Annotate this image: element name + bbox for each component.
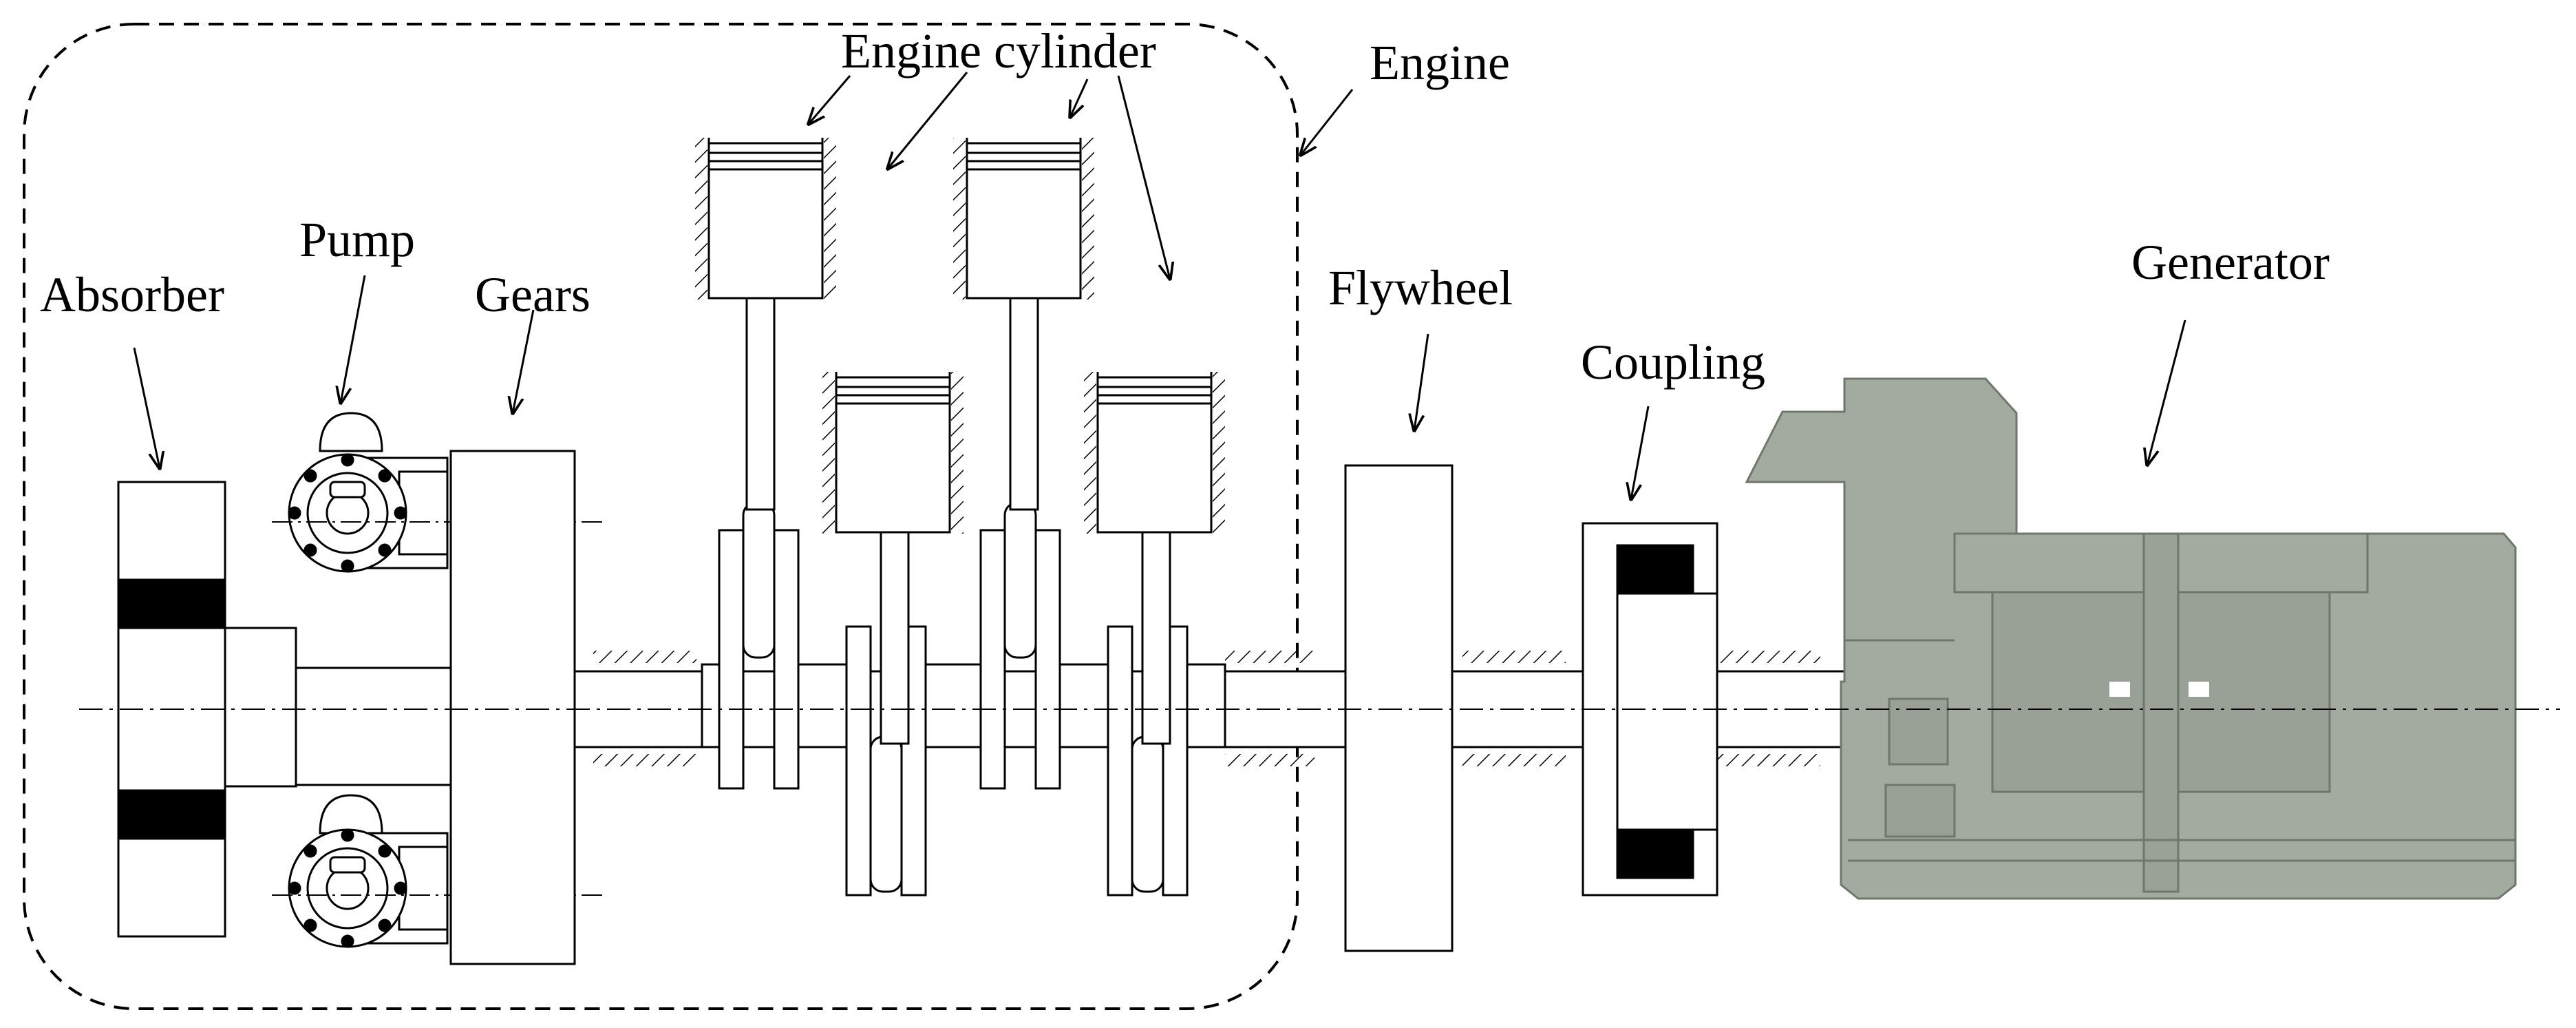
absorber-label: Absorber [40, 267, 224, 322]
crankshaft [701, 501, 1226, 896]
pump-label: Pump [299, 212, 416, 267]
generator-hatch-marker-1 [2109, 682, 2130, 697]
engine-cylinder-label: Engine cylinder [841, 23, 1156, 78]
gears-label: Gears [475, 267, 590, 322]
engine-boundary [23, 23, 1299, 1010]
cylinder-3 [953, 138, 1094, 300]
gears [449, 450, 576, 965]
flywheel [1344, 464, 1454, 952]
coupling-label: Coupling [1581, 335, 1766, 390]
engine-label: Engine [1370, 35, 1510, 90]
cylinder-2 [822, 372, 964, 534]
annotation-arrows [133, 72, 2186, 499]
generator-hatch-marker-2 [2189, 682, 2209, 697]
flywheel-label: Flywheel [1328, 260, 1513, 315]
shaft-bearings [593, 651, 1820, 766]
cylinder-4 [1084, 372, 1225, 534]
cylinder-1 [695, 138, 836, 300]
pump-top [272, 412, 602, 573]
generator-label: Generator [2131, 235, 2330, 290]
generator [1745, 377, 2517, 900]
pump-bottom [272, 794, 602, 948]
